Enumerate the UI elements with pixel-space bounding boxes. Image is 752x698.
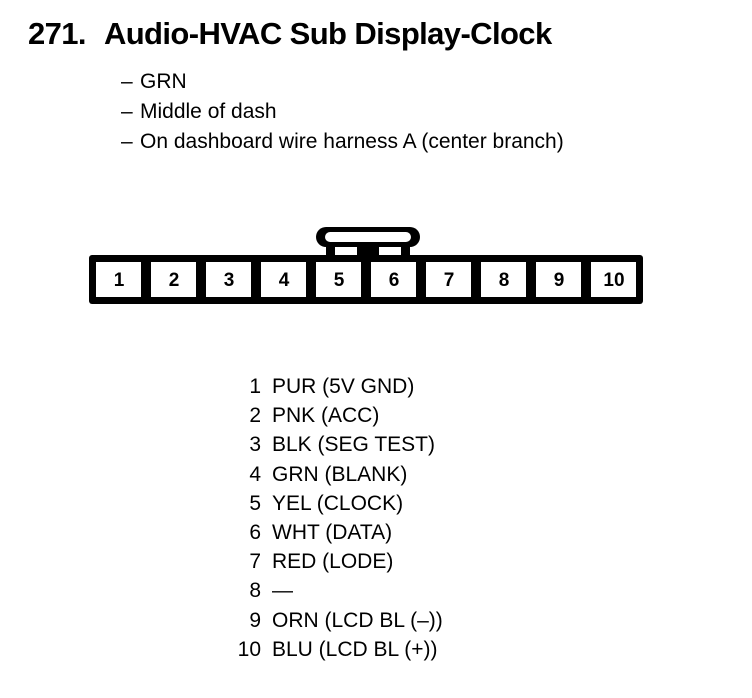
connector-locking-tab-icon [316,227,420,258]
page-title: 271. Audio-HVAC Sub Display-Clock [28,16,728,52]
pin-cell-5 [316,262,361,297]
note-list: – GRN – Middle of dash – On dashboard wi… [121,67,721,157]
connector-diagram: 1 2 3 4 5 6 7 8 9 10 [89,224,649,304]
page-title-number: 271. [28,16,87,51]
pinout-row-label: RED (LODE) [272,550,394,574]
pinout-row-pin: 8 [249,579,261,603]
pinout-row-label: WHT (DATA) [272,521,393,545]
pinout-row: 8 — [180,576,600,605]
pin-cell-8 [481,262,526,297]
note-dash-icon: – [121,100,133,123]
pinout-row-label: GRN (BLANK) [272,462,408,486]
pin-cell-6 [371,262,416,297]
note-dash-icon: – [121,130,133,153]
pin-cell-7 [426,262,471,297]
connector-pin-numbers: 1 2 3 4 5 6 7 8 9 10 [114,270,625,291]
pin-cell-4 [261,262,306,297]
pinout-row-label: — [272,579,293,603]
pinout-row: 10 BLU (LCD BL (+)) [180,635,600,664]
pinout-row: 6 WHT (DATA) [180,518,600,547]
pin-number-2: 2 [169,270,180,291]
note-text: GRN [140,70,187,93]
note-item: – GRN [121,67,721,97]
pinout-row-pin: 7 [249,550,261,574]
pinout-row: 2 PNK (ACC) [180,401,600,430]
page-header: 271. Audio-HVAC Sub Display-Clock [28,16,728,52]
pinout-row-pin: 5 [249,491,261,515]
pinout-row-label: BLK (SEG TEST) [272,433,435,457]
pin-cell-9 [536,262,581,297]
pinout-row: 3 BLK (SEG TEST) [180,430,600,459]
pinout-row-label: BLU (LCD BL (+)) [272,637,438,661]
pinout-row-pin: 10 [237,637,261,661]
pinout-row-label: ORN (LCD BL (–)) [272,608,443,632]
connector-pin-cells [96,262,636,297]
pin-number-3: 3 [224,270,235,291]
pinout-row: 9 ORN (LCD BL (–)) [180,606,600,635]
pinout-row-label: YEL (CLOCK) [272,491,404,515]
pin-cell-2 [151,262,196,297]
note-item: – Middle of dash [121,97,721,127]
pin-cell-10 [591,262,636,297]
pinout-row-pin: 6 [249,521,261,545]
page-title-text: Audio-HVAC Sub Display-Clock [103,16,552,51]
pin-number-4: 4 [279,270,290,291]
pin-number-9: 9 [554,270,565,291]
pin-number-5: 5 [334,270,345,291]
note-dash-icon: – [121,70,133,93]
pinout-row-pin: 4 [249,462,261,486]
pinout-row-label: PUR (5V GND) [272,375,415,398]
note-text: On dashboard wire harness A (center bran… [140,130,564,153]
pin-cell-3 [206,262,251,297]
pinout-row: 5 YEL (CLOCK) [180,489,600,518]
pinout-row-label: PNK (ACC) [272,404,380,428]
note-item: – On dashboard wire harness A (center br… [121,127,721,157]
pinout-row: 4 GRN (BLANK) [180,460,600,489]
pinout-row-pin: 1 [249,375,261,398]
pin-number-7: 7 [444,270,455,291]
pin-cell-1 [96,262,141,297]
pinout-row-pin: 2 [249,404,261,428]
connector-svg: 1 2 3 4 5 6 7 8 9 10 [89,227,643,304]
pinout-row: 7 RED (LODE) [180,547,600,576]
pin-number-1: 1 [114,270,125,291]
note-text: Middle of dash [140,100,277,123]
pinout-row: 1 PUR (5V GND) [180,372,600,401]
pinout-row-pin: 3 [249,433,261,457]
pinout-list: 1 PUR (5V GND) 2 PNK (ACC) 3 BLK (SEG TE… [180,372,600,664]
pinout-row-pin: 9 [249,608,261,632]
pin-number-10: 10 [603,270,624,291]
pin-number-8: 8 [499,270,510,291]
pin-number-6: 6 [389,270,400,291]
